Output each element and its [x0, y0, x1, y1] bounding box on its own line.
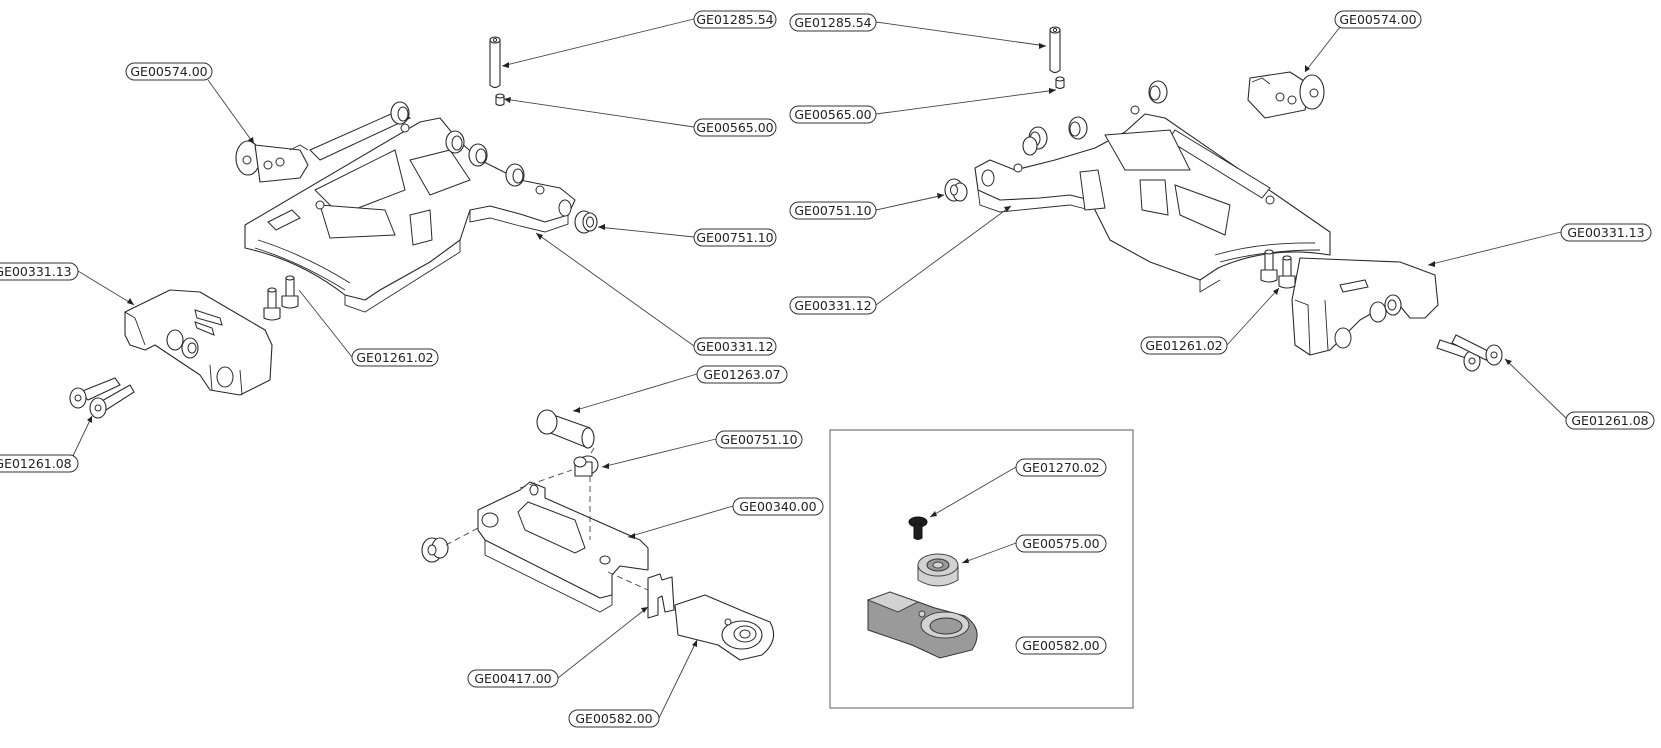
flanged-bushing-left [574, 210, 598, 234]
svg-text:GE01261.02: GE01261.02 [356, 350, 433, 365]
svg-text:GE00582.00: GE00582.00 [575, 711, 652, 726]
callout-GE00565.00-right: GE00565.00 [789, 105, 877, 124]
svg-text:GE01270.02: GE01270.02 [1022, 460, 1099, 475]
callout-GE01261.08-left: GE01261.08 [0, 454, 79, 473]
button-screw [908, 516, 928, 540]
pin-right [1049, 26, 1061, 74]
callout-GE00331.12-left: GE00331.12 [693, 337, 777, 356]
rod-end [674, 594, 775, 661]
callout-GE00331.13-left: GE00331.13 [0, 262, 79, 281]
spacer-plate [647, 573, 675, 619]
inset-frame [829, 429, 1134, 709]
callout-GE00340.00: GE00340.00 [732, 497, 824, 516]
svg-text:GE00331.12: GE00331.12 [794, 298, 871, 313]
callout-GE00582.00-inset: GE00582.00 [1015, 636, 1107, 655]
svg-text:GE00574.00: GE00574.00 [130, 64, 207, 79]
callout-GE00574.00-left: GE00574.00 [125, 62, 213, 81]
main-frame-right [974, 80, 1331, 293]
callout-GE01261.02-right: GE01261.02 [1140, 336, 1228, 355]
svg-text:GE00751.10: GE00751.10 [794, 203, 871, 218]
c-bracket-right [1291, 257, 1439, 356]
svg-text:GE00331.12: GE00331.12 [696, 339, 773, 354]
svg-text:GE00565.00: GE00565.00 [696, 120, 773, 135]
svg-text:GE00751.10: GE00751.10 [720, 432, 797, 447]
long-screws-left [69, 377, 135, 419]
callout-GE01261.08-right: GE01261.08 [1565, 411, 1655, 430]
lever-assembly: GE01263.07 GE00751.10 GE00340.00 GE00417… [421, 365, 824, 728]
shoulder-bolt [536, 409, 595, 449]
svg-text:GE01261.08: GE01261.08 [1571, 413, 1648, 428]
clip-link-right [1247, 71, 1325, 119]
svg-text:GE01261.02: GE01261.02 [1145, 338, 1222, 353]
ball-bearing [917, 553, 959, 587]
short-screws-right [1260, 249, 1296, 289]
svg-text:GE01263.07: GE01263.07 [703, 367, 780, 382]
rod-end-body [866, 591, 978, 659]
callout-GE00331.12-right: GE00331.12 [789, 296, 877, 315]
flanged-bushing-right [944, 178, 968, 202]
svg-text:GE00565.00: GE00565.00 [794, 107, 871, 122]
callout-GE01263.07: GE01263.07 [696, 365, 788, 384]
long-screws-right [1436, 334, 1503, 372]
left-assembly: GE01285.54 GE00565.00 GE00574.00 GE00751… [0, 10, 777, 473]
clip-link-left [235, 140, 309, 183]
callout-GE00751.10-right: GE00751.10 [789, 201, 877, 220]
svg-text:GE01285.54: GE01285.54 [696, 12, 773, 27]
callout-GE00565.00-left: GE00565.00 [693, 118, 777, 137]
svg-text:GE00751.10: GE00751.10 [696, 230, 773, 245]
short-screws-left [263, 275, 299, 321]
svg-text:GE00331.13: GE00331.13 [0, 264, 72, 279]
c-bracket-left [124, 289, 273, 396]
callout-GE00331.13-right: GE00331.13 [1560, 223, 1652, 242]
svg-text:GE00331.13: GE00331.13 [1567, 225, 1644, 240]
svg-text:GE00340.00: GE00340.00 [739, 499, 816, 514]
svg-text:GE01285.54: GE01285.54 [794, 15, 871, 30]
callout-GE01261.02-left: GE01261.02 [351, 348, 439, 367]
flanged-bushing-lever [573, 455, 599, 477]
callout-GE00575.00: GE00575.00 [1015, 534, 1107, 553]
right-assembly: GE01285.54 GE00565.00 GE00574.00 GE00751… [789, 10, 1655, 430]
callout-GE00582.00-lever: GE00582.00 [568, 709, 660, 728]
callout-GE00751.10-left: GE00751.10 [693, 228, 777, 247]
svg-text:GE00582.00: GE00582.00 [1022, 638, 1099, 653]
callout-GE01285.54-left: GE01285.54 [693, 10, 777, 29]
pin-left [489, 36, 501, 89]
svg-text:GE00417.00: GE00417.00 [474, 671, 551, 686]
svg-text:GE00575.00: GE00575.00 [1022, 536, 1099, 551]
small-bushing-left [495, 93, 505, 107]
svg-text:GE00574.00: GE00574.00 [1339, 12, 1416, 27]
main-frame-left [244, 101, 576, 313]
callout-GE01285.54-right: GE01285.54 [789, 13, 877, 32]
callout-GE00751.10-lever: GE00751.10 [715, 430, 803, 449]
lever-arm [477, 481, 649, 613]
flanged-bushing-lever-side [421, 537, 449, 563]
callout-GE00574.00-right: GE00574.00 [1334, 10, 1422, 29]
small-bushing-right [1055, 76, 1065, 90]
svg-text:GE01261.08: GE01261.08 [0, 456, 72, 471]
callout-GE00417.00: GE00417.00 [467, 669, 559, 688]
rod-end-detail-inset: GE01270.02 GE00575.00 GE00582.00 [829, 429, 1134, 709]
callout-GE01270.02: GE01270.02 [1015, 458, 1107, 477]
